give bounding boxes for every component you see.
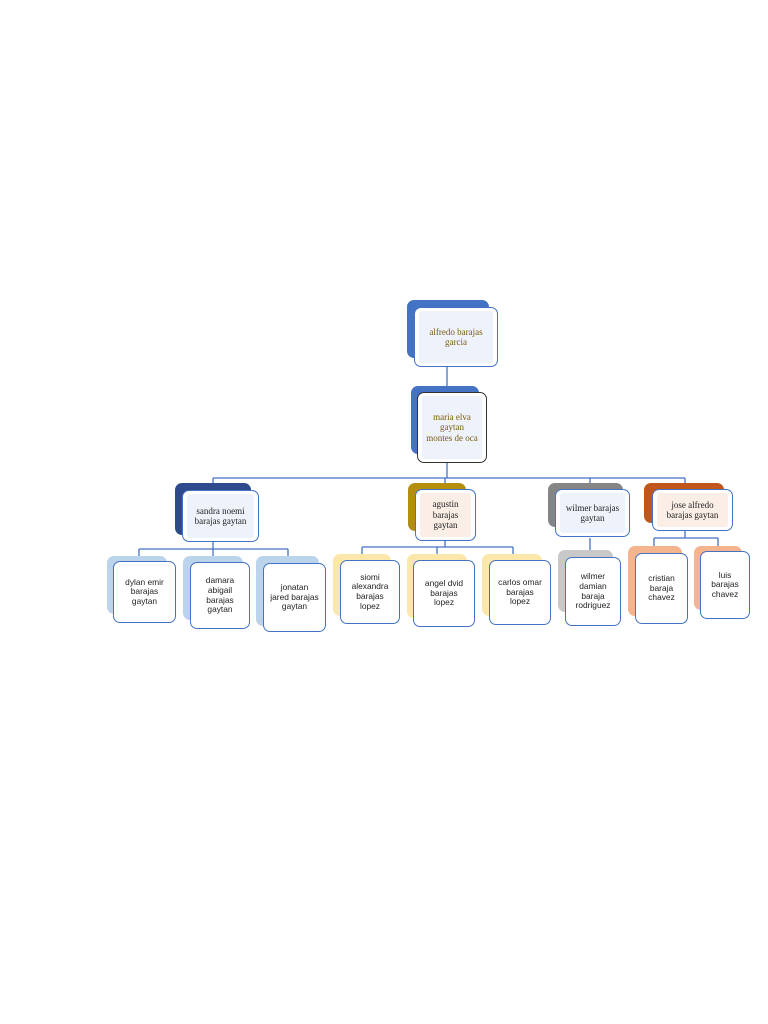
node-child-agustin-label: agustin barajas gaytan [420,493,471,537]
node-grandchild-wilmer-damian-label: wilmer damian baraja rodriguez [565,557,621,626]
node-child-sandra-label: sandra noemi barajas gaytan [187,494,254,538]
node-grandchild-dylan-label: dylan emir barajas gaytan [113,561,176,623]
node-grandchild-jonatan-label: jonatan jared barajas gaytan [263,563,326,632]
node-grandchild-damara-label: damara abigail barajas gaytan [190,562,250,629]
node-spouse-label: maria elva gaytan montes de oca [422,396,482,459]
node-child-wilmer-label: wilmer barajas gaytan [560,493,625,533]
node-grandchild-cristian-label: cristian baraja chavez [635,553,688,624]
node-root-label: alfredo barajas garcia [419,311,493,363]
node-child-jose-label: jose alfredo barajas gaytan [657,493,728,527]
node-grandchild-luis-label: luis barajas chavez [700,551,750,619]
node-grandchild-carlos-label: carlos omar barajas lopez [489,560,551,625]
node-grandchild-angel-label: angel dvid barajas lopez [413,560,475,627]
node-grandchild-siomi-label: siomi alexandra barajas lopez [340,560,400,624]
